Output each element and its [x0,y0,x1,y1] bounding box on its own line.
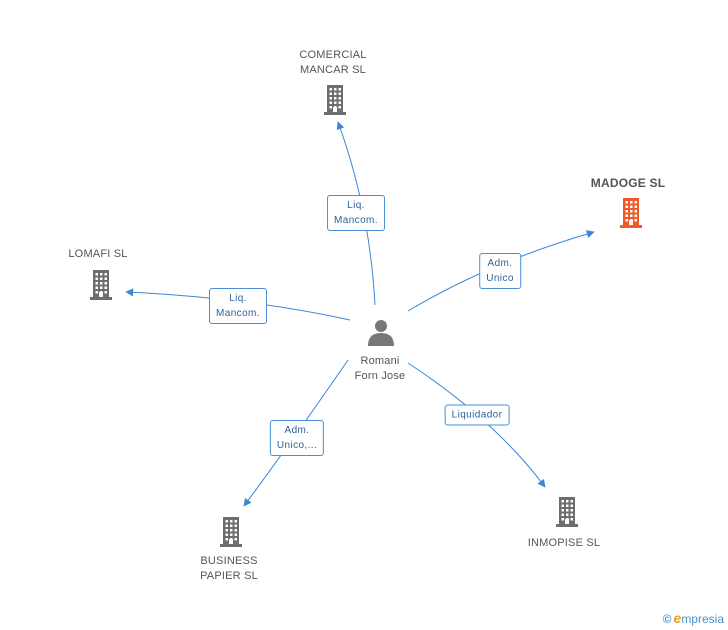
company-name-madoge[interactable]: MADOGE SL [590,176,666,190]
relation-label-inmopise[interactable]: Liquidador [444,404,510,426]
relation-label-madoge[interactable]: Adm. Unico [479,253,521,289]
comercial-building-icon[interactable] [324,85,346,115]
relation-label-business[interactable]: Adm. Unico,... [269,420,325,456]
copyright-symbol: © [662,612,672,626]
logo-name: mpresia [681,612,724,626]
company-name-lomafi[interactable]: LOMAFI SL [68,248,128,260]
company-name-comercial-mancar[interactable]: COMERCIAL MANCAR SL [299,49,367,76]
relation-label-comercial[interactable]: Liq. Mancom. [327,195,385,231]
person-name[interactable]: Romani Forn Jose [354,355,406,382]
business-building-icon[interactable] [220,517,242,547]
inmopise-building-icon[interactable] [556,497,578,527]
lomafi-building-icon[interactable] [90,270,112,300]
madoge-building-icon[interactable] [620,198,642,228]
logo-initial: e [673,610,682,626]
relation-label-lomafi[interactable]: Liq. Mancom. [209,288,267,324]
company-name-business-papier[interactable]: BUSINESS PAPIER SL [200,555,258,582]
company-name-inmopise[interactable]: INMOPISE SL [527,537,601,549]
empresia-logo[interactable]: ©empresia [663,610,724,626]
person-icon[interactable] [368,320,394,346]
